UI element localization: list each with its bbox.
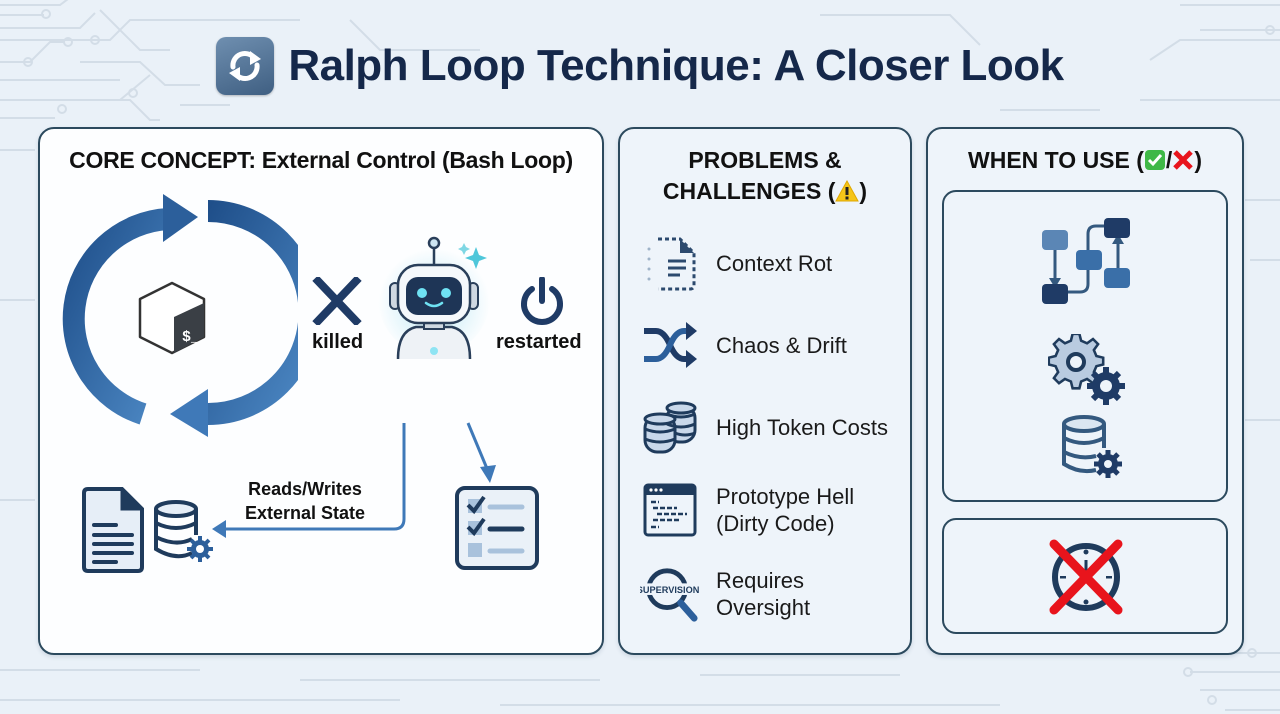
code-window-icon <box>640 483 700 537</box>
problem-item-prototype-hell: Prototype Hell (Dirty Code) <box>640 483 854 537</box>
magnifier-icon: SUPERVISION <box>640 568 700 622</box>
state-connector-arrows <box>212 422 496 538</box>
when-to-use-heading: WHEN TO USE (/) <box>928 147 1242 177</box>
shuffle-icon <box>640 319 700 371</box>
document-icon <box>82 487 144 573</box>
x-icon <box>312 277 362 325</box>
problem-item-requires-oversight: SUPERVISION Requires Oversight <box>640 567 810 622</box>
problem-item-chaos-drift: Chaos & Drift <box>640 319 847 371</box>
problem-item-context-rot: Context Rot <box>640 237 832 291</box>
page-title: Ralph Loop Technique: A Closer Look <box>288 41 1064 90</box>
power-icon <box>521 277 563 325</box>
core-concept-heading: CORE CONCEPT: External Control (Bash Loo… <box>69 147 573 173</box>
workflow-icon <box>1042 218 1130 304</box>
reads-writes-label: Reads/Writes External State <box>244 479 366 523</box>
problems-heading: PROBLEMS & CHALLENGES () <box>620 145 910 210</box>
robot-icon <box>378 236 490 359</box>
circular-arrows-icon <box>62 194 298 437</box>
bad-use-cases-card <box>942 518 1228 634</box>
good-use-cases-card <box>942 190 1228 502</box>
database-gear-icon <box>154 500 213 562</box>
problem-item-high-token-costs: High Token Costs <box>640 401 888 454</box>
bash-prompt: $_ <box>182 329 201 346</box>
check-icon <box>1144 149 1166 177</box>
database-gear-icon <box>1062 415 1122 478</box>
coin-stacks-icon <box>640 401 700 454</box>
gears-icon <box>1048 334 1125 405</box>
bash-terminal-icon: $_ <box>138 281 206 355</box>
killed-label: killed <box>312 331 364 353</box>
problems-panel: PROBLEMS & CHALLENGES () Context Rot Cha… <box>618 127 912 655</box>
warning-icon <box>835 179 860 210</box>
crossed-out-clock-icon <box>1049 539 1123 615</box>
restarted-label: restarted <box>496 331 582 353</box>
core-concept-panel: CORE CONCEPT: External Control (Bash Loo… <box>38 127 604 655</box>
page-title-row: Ralph Loop Technique: A Closer Look <box>0 34 1280 98</box>
when-to-use-panel: WHEN TO USE (/) <box>926 127 1244 655</box>
checklist-icon <box>455 486 539 570</box>
refresh-icon <box>216 37 275 95</box>
cross-icon <box>1172 149 1194 177</box>
svg-text:SUPERVISION: SUPERVISION <box>640 585 700 595</box>
fading-document-icon <box>640 237 700 291</box>
